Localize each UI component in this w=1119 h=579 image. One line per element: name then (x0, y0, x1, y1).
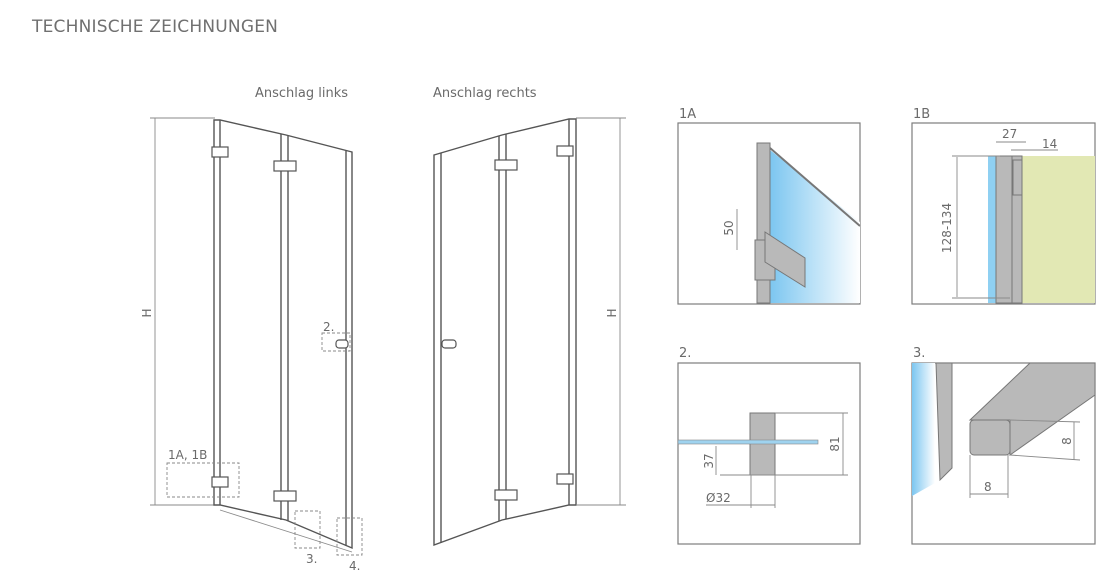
height-label-left: H (140, 308, 154, 317)
detail-1a-label: 1A (679, 107, 696, 122)
hinge-icon (556, 473, 574, 485)
callout-4: 4. (349, 559, 360, 573)
dimension-8-height: 8 (1060, 437, 1074, 445)
dimension-50: 50 (722, 220, 736, 235)
detail-2-label: 2. (679, 346, 691, 361)
callout-2: 2. (323, 320, 334, 334)
dimension-14: 14 (1042, 137, 1057, 151)
hinge-icon (494, 489, 518, 501)
page-title: TECHNISCHE ZEICHNUNGEN (32, 17, 279, 37)
view-label-left: Anschlag links (255, 86, 348, 101)
door-view-left: Anschlag links H 1A, 1B 2. 3. 4. (140, 86, 363, 573)
detail-3: 3. 8 8 (911, 346, 1096, 545)
dimension-81: 81 (828, 436, 842, 451)
callout-1a-1b: 1A, 1B (168, 448, 207, 462)
dimension-128-134: 128-134 (940, 203, 954, 253)
hinge-icon (211, 146, 229, 158)
hinge-icon (273, 160, 297, 172)
hinge-icon (494, 159, 518, 171)
dimension-27: 27 (1002, 127, 1017, 141)
height-label-right: H (605, 308, 619, 317)
handle-icon (335, 339, 349, 349)
dimension-8-width: 8 (984, 480, 992, 494)
hinge-icon (273, 490, 297, 502)
door-view-right: Anschlag rechts H (433, 86, 626, 547)
handle-icon (441, 339, 457, 349)
dimension-diameter-32: Ø32 (706, 491, 731, 505)
hinge-icon (556, 145, 574, 157)
detail-1b-label: 1B (913, 107, 930, 122)
detail-3-label: 3. (913, 346, 925, 361)
detail-1b: 1B 128-134 27 14 (911, 107, 1096, 305)
view-label-right: Anschlag rechts (433, 86, 537, 101)
detail-1a: 1A 50 (677, 107, 861, 305)
callout-3: 3. (306, 552, 317, 566)
dimension-37: 37 (702, 453, 716, 468)
detail-2: 2. 81 37 Ø32 (677, 346, 861, 545)
hinge-icon (211, 476, 229, 488)
